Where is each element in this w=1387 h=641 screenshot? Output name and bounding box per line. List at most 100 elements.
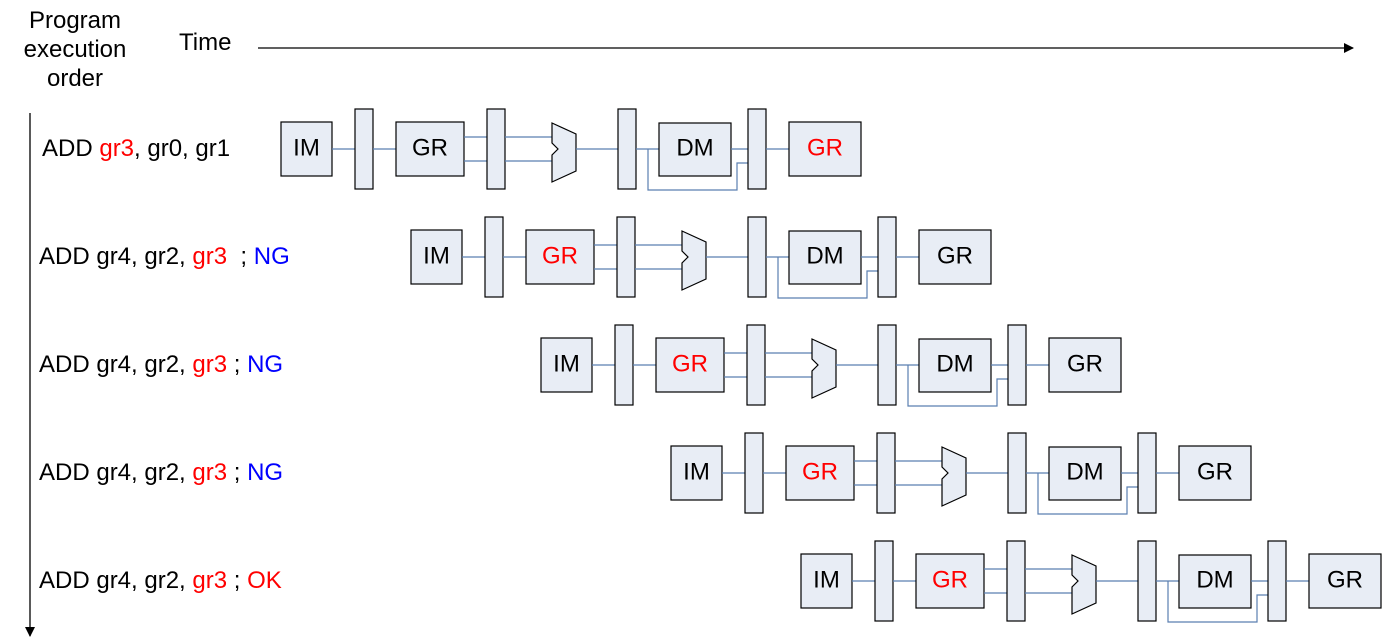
gr-read-label: GR bbox=[932, 566, 968, 593]
order-label-line-2: execution bbox=[23, 36, 127, 63]
instruction-part: gr3 bbox=[192, 243, 228, 270]
gr-write-box bbox=[1178, 445, 1252, 501]
dm-bypass-wire bbox=[1037, 473, 1138, 515]
pipeline-latch bbox=[1007, 324, 1027, 406]
dm-bypass-wire bbox=[647, 149, 748, 191]
pipeline-latch bbox=[876, 432, 896, 514]
order-label-line-3: order bbox=[46, 65, 104, 92]
alu-shape bbox=[1071, 554, 1097, 615]
pipeline-latch bbox=[1137, 432, 1157, 514]
instruction-part: ; bbox=[227, 351, 248, 378]
dm-label: DM bbox=[1196, 566, 1233, 593]
dm-bypass-wire bbox=[907, 365, 1008, 407]
pipeline-latch bbox=[354, 108, 374, 190]
pipeline-row-1: IM GR DM GR bbox=[280, 108, 862, 191]
im-label: IM bbox=[813, 566, 840, 593]
im-box bbox=[670, 445, 723, 501]
gr-read-label: GR bbox=[802, 458, 838, 485]
instruction-part: , gr0, gr1 bbox=[134, 135, 231, 162]
im-label: IM bbox=[293, 134, 320, 161]
dm-bypass-wire bbox=[777, 257, 878, 299]
pipeline-latch bbox=[746, 324, 766, 406]
gr-write-label: GR bbox=[1327, 566, 1363, 593]
instruction-label-3: ADD gr4, gr2, gr3 ; NG bbox=[39, 353, 283, 377]
instruction-part: ADD gr4, gr2, bbox=[39, 243, 193, 270]
gr-write-box bbox=[918, 229, 992, 285]
im-label: IM bbox=[423, 242, 450, 269]
instruction-part: gr3 bbox=[192, 459, 228, 486]
gr-read-box bbox=[525, 229, 595, 285]
dm-bypass-wire bbox=[1167, 581, 1268, 623]
gr-write-box bbox=[1308, 553, 1382, 609]
instruction-part: gr3 bbox=[192, 351, 228, 378]
pipeline-row-5: IM GR DM GR bbox=[800, 540, 1382, 623]
pipeline-latch bbox=[877, 324, 897, 406]
pipeline-latch bbox=[486, 108, 506, 190]
pipeline-latch bbox=[617, 108, 637, 190]
pipeline-row-4: IM GR DM GR bbox=[670, 432, 1252, 515]
gr-write-box bbox=[788, 121, 862, 177]
instruction-part: ADD bbox=[42, 135, 100, 162]
pipeline-row-2: IM GR DM GR bbox=[410, 216, 992, 299]
pipeline-latch bbox=[1267, 540, 1287, 622]
instruction-part: gr3 bbox=[99, 135, 135, 162]
pipeline-row-3: IM GR DM GR bbox=[540, 324, 1122, 407]
order-label-line-1: Program bbox=[28, 7, 122, 34]
pipeline-latch bbox=[747, 216, 767, 298]
pipeline-latch bbox=[874, 540, 894, 622]
gr-read-label: GR bbox=[542, 242, 578, 269]
instruction-part: ; bbox=[227, 567, 248, 594]
time-label: Time bbox=[179, 29, 232, 56]
instruction-part: ADD gr4, gr2, bbox=[39, 567, 193, 594]
gr-read-label: GR bbox=[412, 134, 448, 161]
gr-read-box bbox=[655, 337, 725, 393]
dm-label: DM bbox=[1066, 458, 1103, 485]
instruction-part: ; bbox=[227, 243, 254, 270]
alu-shape bbox=[941, 446, 967, 507]
instruction-part: ADD gr4, gr2, bbox=[39, 459, 193, 486]
im-box bbox=[800, 553, 853, 609]
instruction-label-4: ADD gr4, gr2, gr3 ; NG bbox=[39, 461, 283, 485]
im-box bbox=[540, 337, 593, 393]
instruction-part: NG bbox=[247, 351, 284, 378]
instruction-part: ; bbox=[227, 459, 248, 486]
alu-shape bbox=[681, 230, 707, 291]
im-label: IM bbox=[553, 350, 580, 377]
instruction-label-1: ADD gr3, gr0, gr1 bbox=[42, 137, 230, 161]
gr-write-box bbox=[1048, 337, 1122, 393]
pipeline-latch bbox=[1137, 540, 1157, 622]
pipeline-latch bbox=[744, 432, 764, 514]
dm-box bbox=[658, 122, 732, 177]
gr-write-label: GR bbox=[807, 134, 843, 161]
gr-read-box bbox=[915, 553, 985, 609]
gr-write-label: GR bbox=[1197, 458, 1233, 485]
instruction-part: gr3 bbox=[192, 567, 228, 594]
pipeline-latch bbox=[616, 216, 636, 298]
instruction-part: OK bbox=[247, 567, 282, 594]
dm-label: DM bbox=[806, 242, 843, 269]
pipeline-latch bbox=[484, 216, 504, 298]
instruction-part: NG bbox=[247, 459, 284, 486]
pipeline-latch bbox=[877, 216, 897, 298]
gr-read-box bbox=[785, 445, 855, 501]
dm-label: DM bbox=[676, 134, 713, 161]
pipeline-latch bbox=[1006, 540, 1026, 622]
gr-write-label: GR bbox=[1067, 350, 1103, 377]
alu-shape bbox=[551, 122, 577, 183]
gr-read-label: GR bbox=[672, 350, 708, 377]
im-label: IM bbox=[683, 458, 710, 485]
pipeline-latch bbox=[747, 108, 767, 190]
dm-box bbox=[788, 230, 862, 285]
alu-shape bbox=[811, 338, 837, 399]
pipeline-latch bbox=[614, 324, 634, 406]
gr-read-box bbox=[395, 121, 465, 177]
dm-label: DM bbox=[936, 350, 973, 377]
program-execution-order-label: Program execution order bbox=[0, 6, 150, 93]
instruction-label-2: ADD gr4, gr2, gr3 ; NG bbox=[39, 245, 290, 269]
gr-write-label: GR bbox=[937, 242, 973, 269]
instruction-label-5: ADD gr4, gr2, gr3 ; OK bbox=[39, 569, 282, 593]
dm-box bbox=[918, 338, 992, 393]
instruction-part: ADD gr4, gr2, bbox=[39, 351, 193, 378]
